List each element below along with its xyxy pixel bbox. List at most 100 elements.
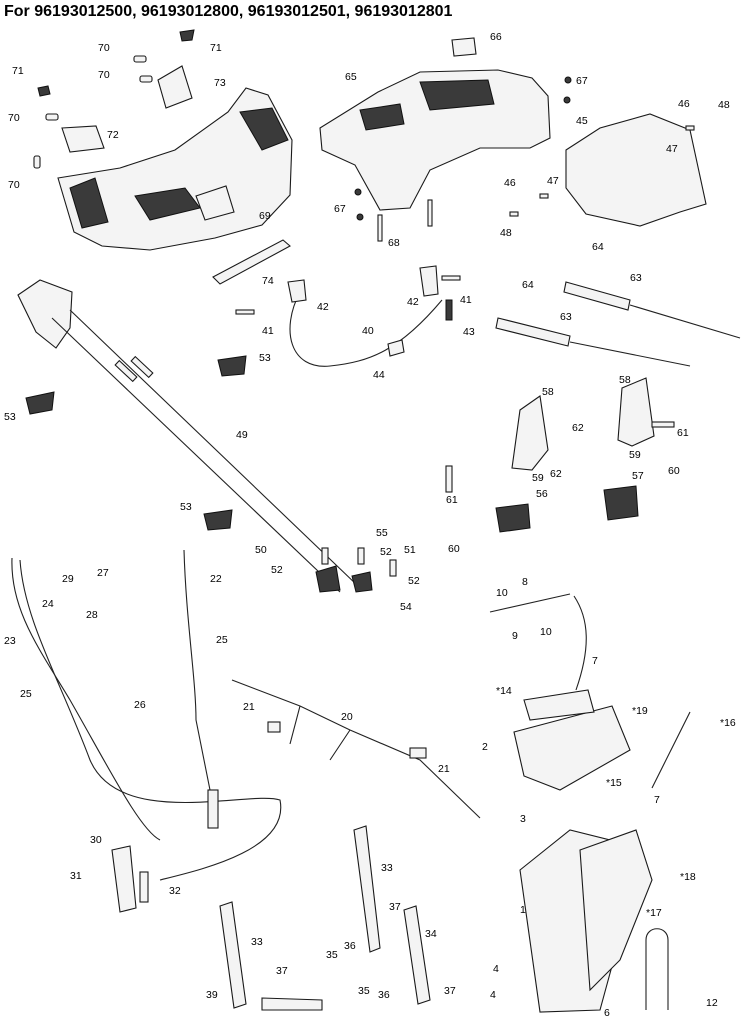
handle-grip-part — [495, 281, 741, 367]
callout-63: 63 — [630, 272, 642, 284]
callout-71: 71 — [210, 42, 222, 54]
main-frame-part — [519, 829, 669, 1013]
callout-52: 52 — [408, 575, 420, 587]
callout-21: 21 — [438, 763, 450, 775]
callout-10: 10 — [540, 626, 552, 638]
callout-55: 55 — [376, 527, 388, 539]
callout-23: 23 — [4, 635, 16, 647]
callout-53: 53 — [259, 352, 271, 364]
callout-10: 10 — [496, 587, 508, 599]
callout-67: 67 — [576, 75, 588, 87]
callout-40: 40 — [362, 325, 374, 337]
callout-7: 7 — [592, 655, 598, 667]
callout-66: 66 — [490, 31, 502, 43]
callout-52: 52 — [380, 546, 392, 558]
callout-58: 58 — [619, 374, 631, 386]
callout-43: 43 — [463, 326, 475, 338]
chute-cover-part — [565, 113, 707, 227]
callout-39: 39 — [206, 989, 218, 1001]
callout-4: 4 — [490, 989, 496, 1001]
callout-42: 42 — [317, 301, 329, 313]
callout-25: 25 — [216, 634, 228, 646]
fastener-part — [354, 76, 695, 242]
headlight-bracket-part — [61, 65, 193, 153]
callout-62: 62 — [572, 422, 584, 434]
callout-69: 69 — [259, 210, 271, 222]
callout-22: 22 — [210, 573, 222, 585]
callout-36: 36 — [378, 989, 390, 1001]
callout-57: 57 — [632, 470, 644, 482]
control-lever-part — [445, 377, 675, 533]
callout-34: 34 — [425, 928, 437, 940]
callout-2: 2 — [482, 741, 488, 753]
callout-60: 60 — [448, 543, 460, 555]
callout-33: 33 — [381, 862, 393, 874]
callout-32: 32 — [169, 885, 181, 897]
callout-45: 45 — [576, 115, 588, 127]
control-cable-part — [11, 549, 282, 913]
callout-21: 21 — [243, 701, 255, 713]
callout-60: 60 — [668, 465, 680, 477]
callout-70: 70 — [98, 42, 110, 54]
callout-50: 50 — [255, 544, 267, 556]
chute-crank-part — [489, 593, 691, 789]
callout-70: 70 — [8, 112, 20, 124]
callout-59: 59 — [532, 472, 544, 484]
callout-41: 41 — [460, 294, 472, 306]
callout-63: 63 — [560, 311, 572, 323]
light-bulb-part — [33, 29, 195, 169]
dashboard-cover-part — [57, 87, 293, 251]
callout-51: 51 — [404, 544, 416, 556]
callout-3: 3 — [520, 813, 526, 825]
callout-61: 61 — [677, 427, 689, 439]
callout-48: 48 — [718, 99, 730, 111]
callout-44: 44 — [373, 369, 385, 381]
callout-68: 68 — [388, 237, 400, 249]
callout-67: 67 — [334, 203, 346, 215]
diagram-title: For 96193012500, 96193012800, 9619301250… — [4, 3, 453, 20]
callout-62: 62 — [550, 468, 562, 480]
callout-1: 1 — [520, 904, 526, 916]
callout-labels: 70 71 71 70 73 70 72 70 69 74 66 65 67 4… — [4, 31, 736, 1017]
callout-47: 47 — [547, 175, 559, 187]
callout-53: 53 — [180, 501, 192, 513]
callout-70: 70 — [98, 69, 110, 81]
callout-59: 59 — [629, 449, 641, 461]
cable-clip-part — [25, 355, 247, 531]
callout-14: *14 — [496, 685, 512, 697]
callout-37: 37 — [389, 901, 401, 913]
callout-58: 58 — [542, 386, 554, 398]
drive-cable-part — [235, 265, 461, 367]
callout-47: 47 — [666, 143, 678, 155]
linkage-assembly-part — [315, 547, 397, 593]
callout-65: 65 — [345, 71, 357, 83]
callout-12: 12 — [706, 997, 718, 1009]
support-bracket-part — [212, 239, 291, 285]
callout-56: 56 — [536, 488, 548, 500]
callout-28: 28 — [86, 609, 98, 621]
callout-20: 20 — [341, 711, 353, 723]
callout-48: 48 — [500, 227, 512, 239]
callout-37: 37 — [276, 965, 288, 977]
callout-61: 61 — [446, 494, 458, 506]
callout-46: 46 — [678, 98, 690, 110]
callout-15: *15 — [606, 777, 622, 789]
callout-42: 42 — [407, 296, 419, 308]
callout-18: *18 — [680, 871, 696, 883]
wire-harness-part — [231, 679, 481, 819]
callout-74: 74 — [262, 275, 274, 287]
callout-71: 71 — [12, 65, 24, 77]
callout-36: 36 — [344, 940, 356, 952]
callout-25: 25 — [20, 688, 32, 700]
callout-17: *17 — [646, 907, 662, 919]
callout-33: 33 — [251, 936, 263, 948]
callout-64: 64 — [522, 279, 534, 291]
callout-26: 26 — [134, 699, 146, 711]
callout-30: 30 — [90, 834, 102, 846]
callout-72: 72 — [107, 129, 119, 141]
callout-37: 37 — [444, 985, 456, 997]
callout-19: *19 — [632, 705, 648, 717]
callout-27: 27 — [97, 567, 109, 579]
shift-rod-part — [17, 279, 359, 593]
chute-deflector-part — [513, 689, 631, 791]
